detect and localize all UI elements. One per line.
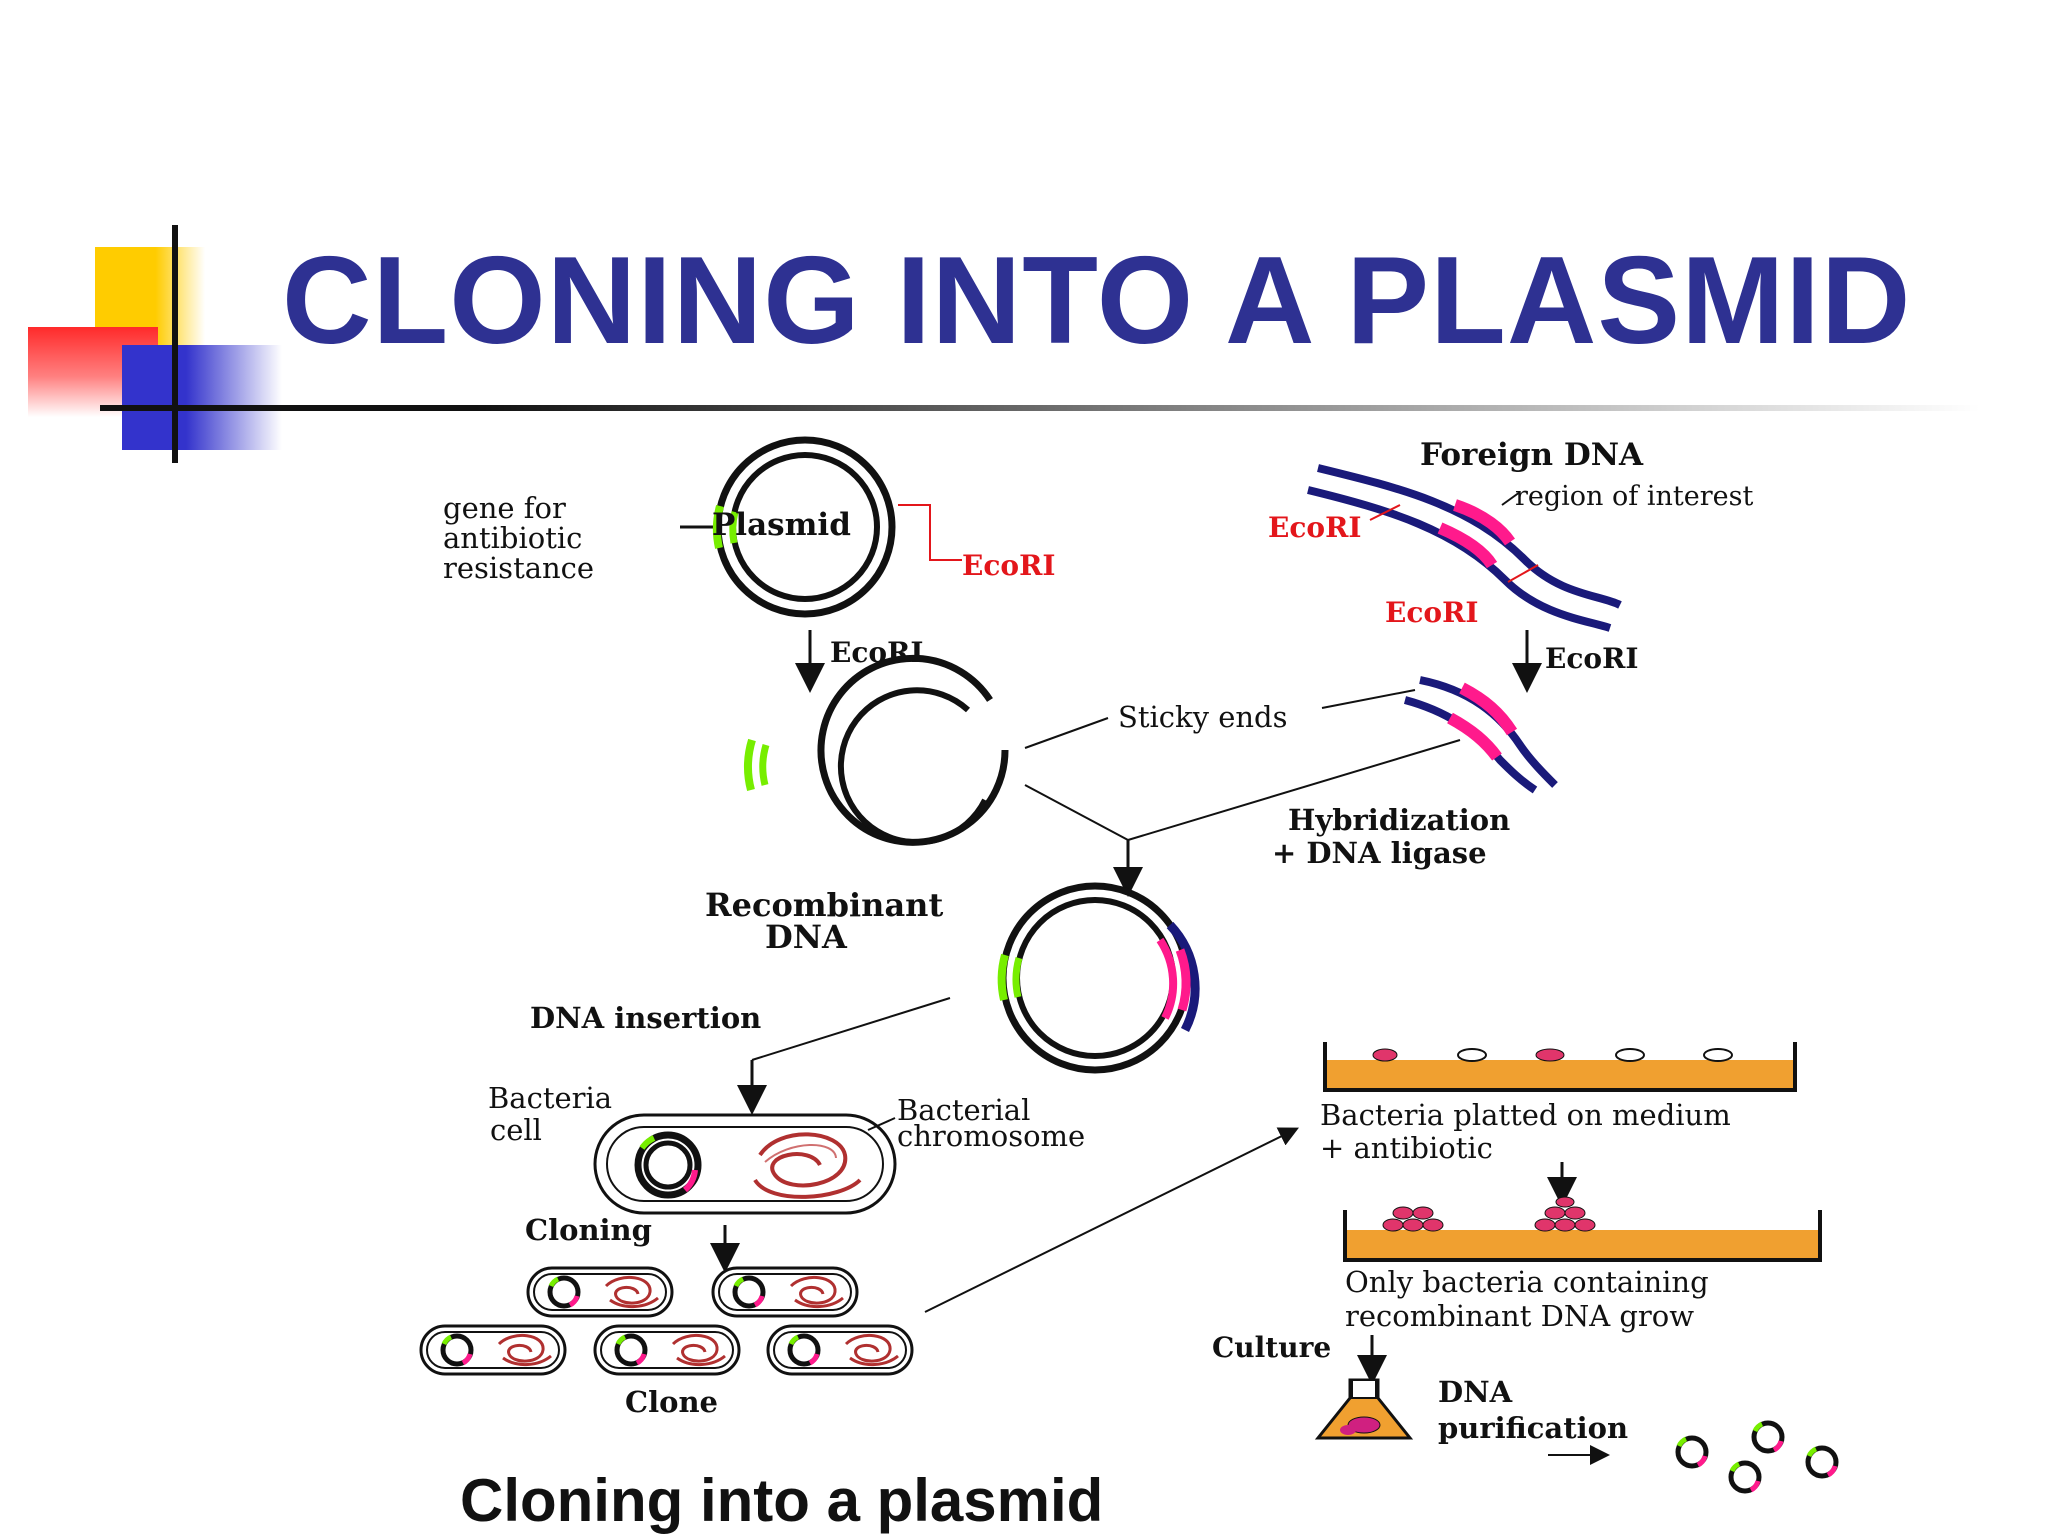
clone-cells: Clone [421, 1268, 912, 1419]
bacteria-cell: Bacteria cell Bacterial chromosome [488, 1081, 1085, 1215]
ecori-arrow-right-label: EcoRI [1545, 642, 1638, 675]
gene-label-2: antibiotic [443, 521, 582, 555]
recombinant-dna: Recombinant DNA [705, 882, 1200, 1074]
cut-plasmid [744, 654, 1009, 846]
bacteria-cell-label-2: cell [490, 1113, 542, 1147]
plate-selected: Only bacteria containing recombinant DNA… [1343, 1196, 1822, 1333]
foreign-dna-label: Foreign DNA [1420, 437, 1644, 473]
recombinant-label-2: DNA [765, 918, 848, 956]
recombinant-label-1: Recombinant [705, 886, 943, 924]
purified-plasmid-3 [1731, 1463, 1759, 1491]
clone-cell-3 [421, 1326, 565, 1374]
plated-label-1: Bacteria platted on medium [1320, 1098, 1731, 1132]
cloning-label: Cloning [525, 1213, 652, 1247]
clone-cell-1 [528, 1268, 672, 1316]
hybridization-label-1: Hybridization [1288, 803, 1510, 837]
plasmid-label: Plasmid [712, 507, 851, 543]
ecori-plasmid-label: EcoRI [962, 549, 1055, 582]
only-bacteria-label-2: recombinant DNA grow [1345, 1299, 1694, 1333]
plated-label-2: + antibiotic [1320, 1131, 1493, 1165]
gene-label-1: gene for [443, 491, 566, 525]
culture-flask [1314, 1378, 1414, 1440]
decor-blue-block [122, 345, 282, 450]
dna-fragment [1403, 676, 1558, 794]
region-of-interest-label: region of interest [1515, 481, 1753, 512]
ecori-foreign-bottom-label: EcoRI [1385, 596, 1478, 629]
clone-label: Clone [625, 1385, 718, 1419]
purified-plasmid-4 [1808, 1448, 1836, 1476]
clone-cell-2 [713, 1268, 857, 1316]
sticky-ends-label: Sticky ends [1118, 700, 1288, 734]
purified-plasmid-1 [1678, 1438, 1706, 1466]
bacterial-chromosome-label-1: Bacterial [897, 1093, 1030, 1127]
clone-cell-5 [768, 1326, 912, 1374]
plasmid: Plasmid EcoRI gene for antibiotic resist… [443, 436, 1055, 618]
dna-insertion-label: DNA insertion [530, 1001, 761, 1035]
culture-step: Culture [1212, 1331, 1387, 1385]
plate-antibiotic: Bacteria platted on medium + antibiotic [1320, 1042, 1797, 1207]
ecori-foreign-top-label: EcoRI [1268, 511, 1361, 544]
foreign-dna: Foreign DNA region of interest EcoRI Eco… [1268, 437, 1753, 632]
bacterial-chromosome-label-2: chromosome [897, 1119, 1085, 1153]
purified-plasmid-2 [1754, 1423, 1782, 1451]
bacteria-cell-label-1: Bacteria [488, 1081, 612, 1115]
decor-vertical-rule [172, 225, 178, 463]
dna-purification-label-2: purification [1438, 1411, 1628, 1445]
dna-insertion: DNA insertion [530, 997, 951, 1115]
only-bacteria-label-1: Only bacteria containing [1345, 1265, 1709, 1299]
culture-label: Culture [1212, 1331, 1331, 1364]
dna-purification: DNA purification [1438, 1375, 1836, 1491]
diagram-caption: Cloning into a plasmid [460, 1467, 1104, 1534]
title-underline [100, 405, 1980, 411]
page-title: CLONING INTO A PLASMID [282, 232, 1912, 370]
dna-purification-label-1: DNA [1438, 1375, 1513, 1409]
hybridization-label-2: + DNA ligase [1272, 836, 1487, 870]
ecori-arrow-right: EcoRI [1512, 630, 1638, 693]
plating-arrow [924, 1127, 1299, 1313]
cloning-step: Cloning [525, 1213, 740, 1273]
clone-cell-4 [595, 1326, 739, 1374]
gene-label-3: resistance [443, 551, 594, 585]
sticky-ends-connectors: Sticky ends Hybridization + DNA ligase [1024, 689, 1510, 897]
